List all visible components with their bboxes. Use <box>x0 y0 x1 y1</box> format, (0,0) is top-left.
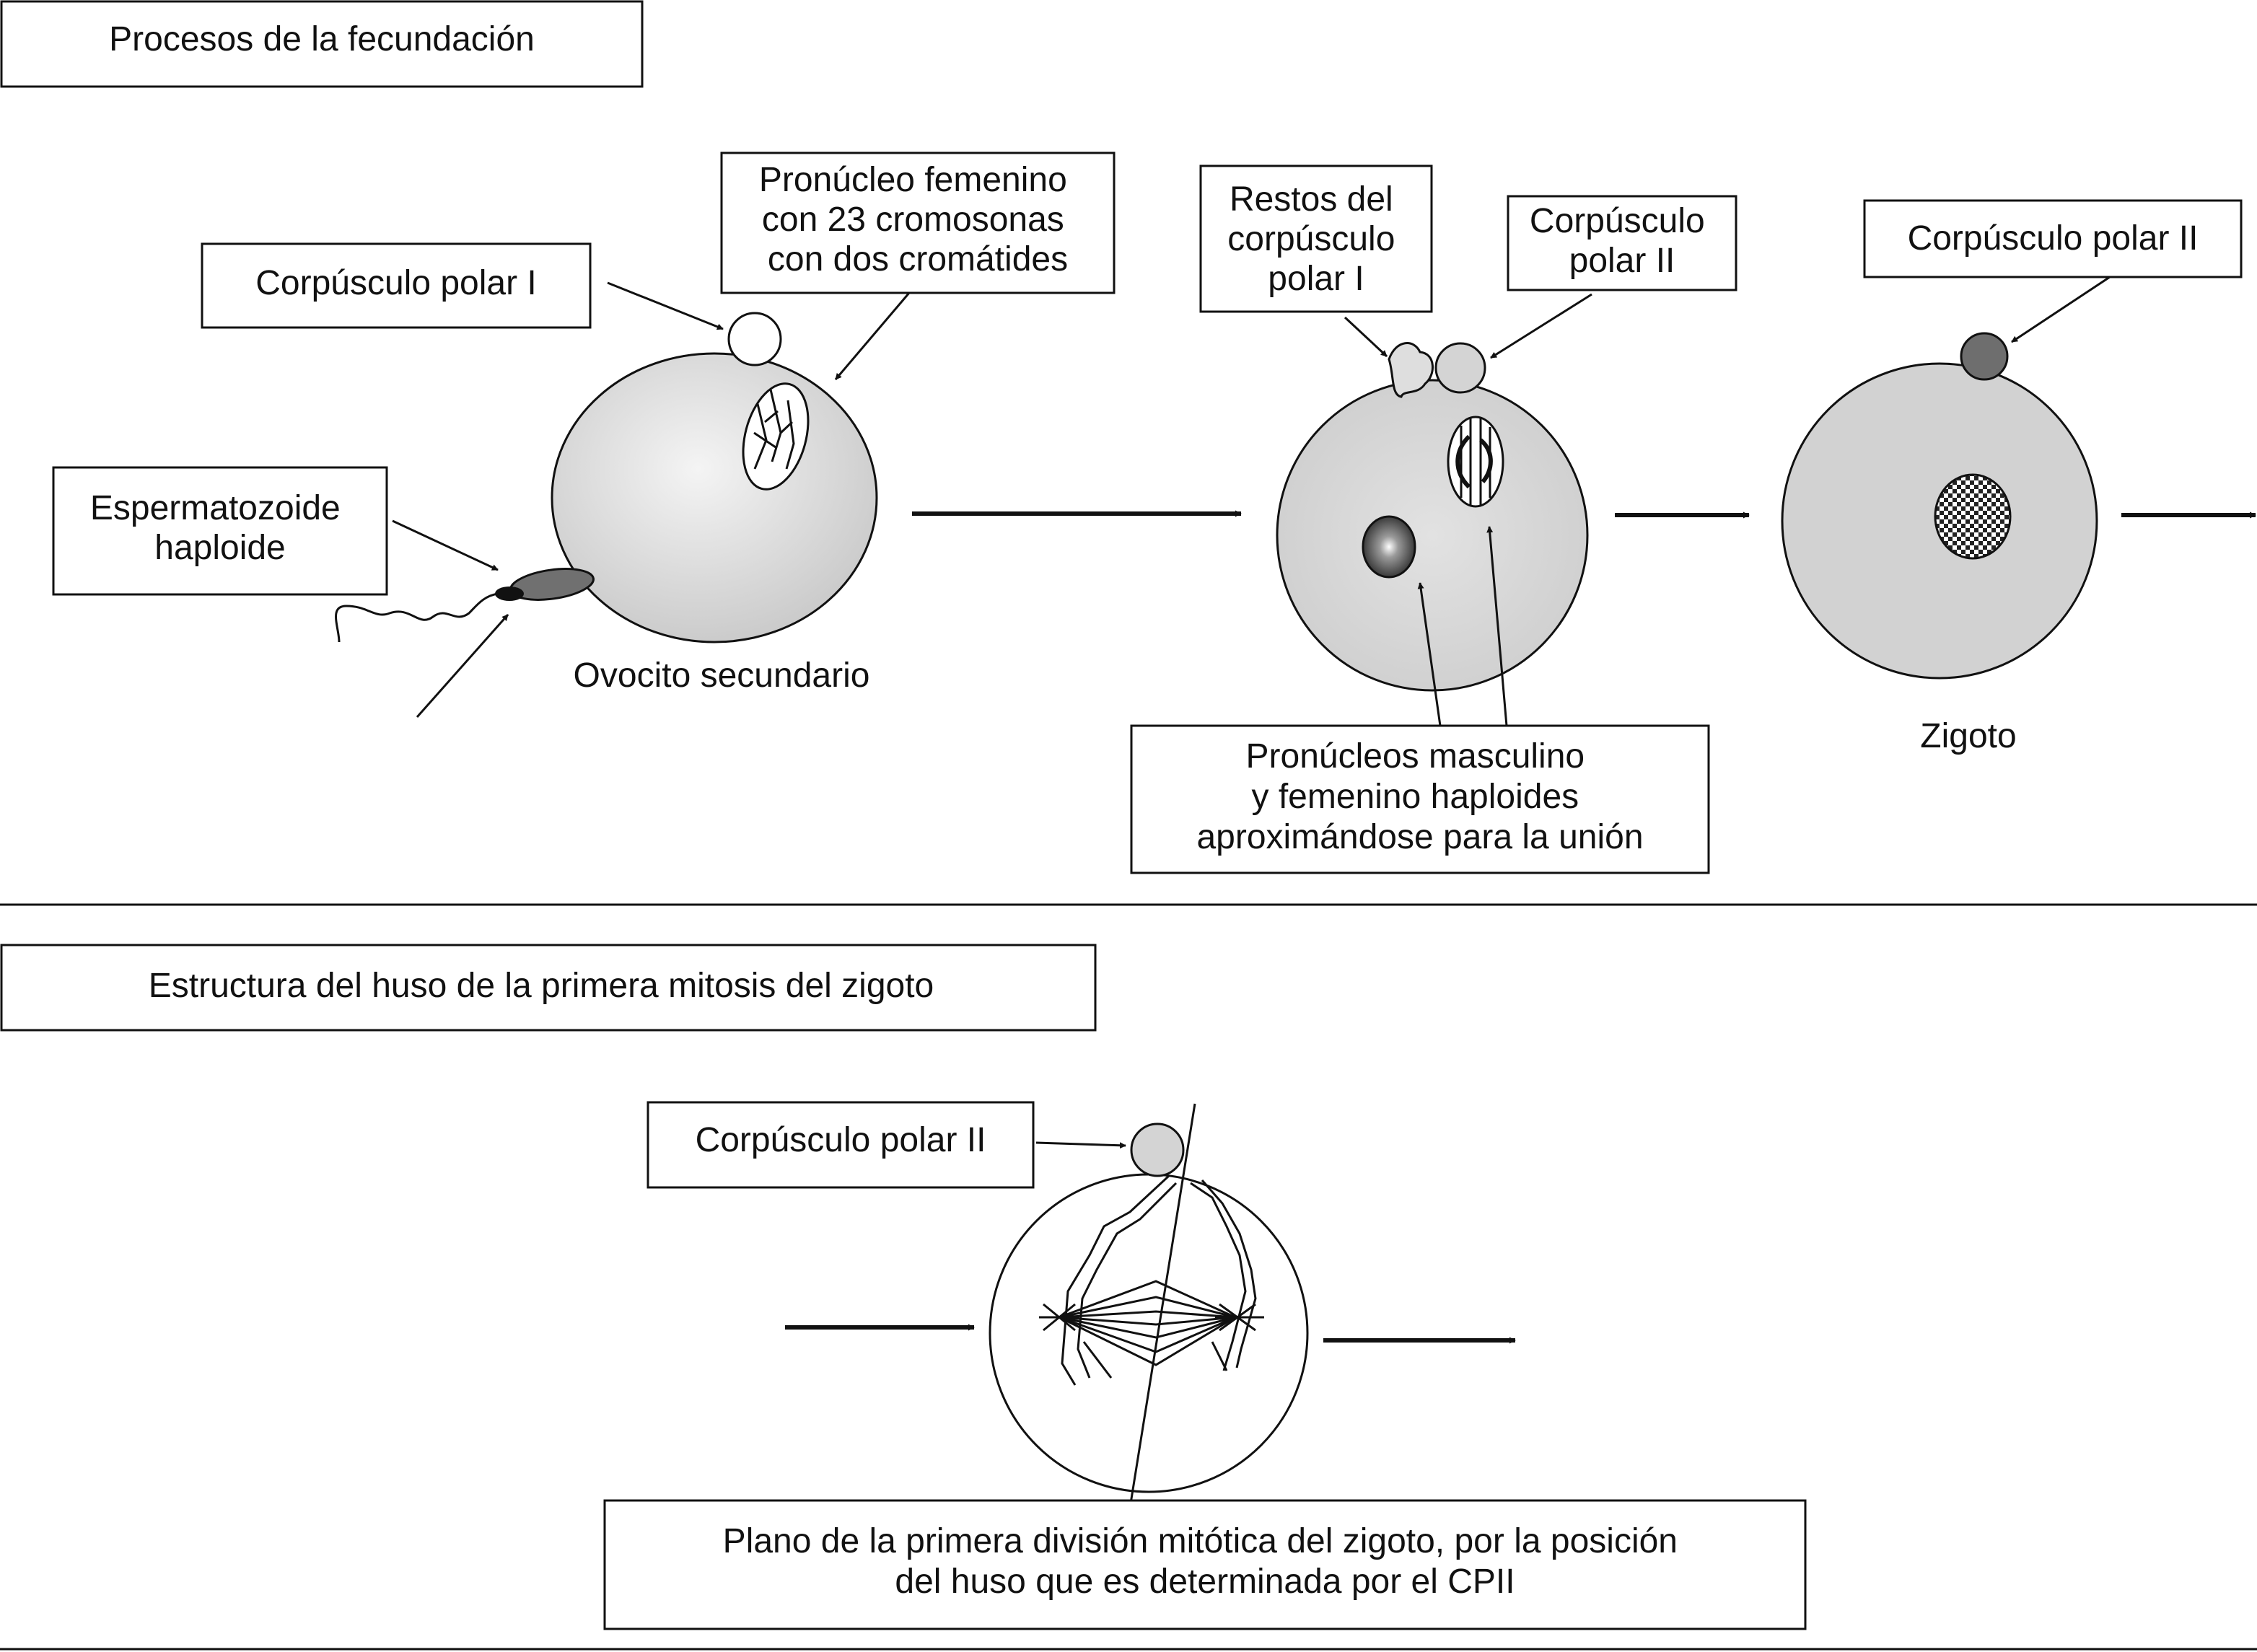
label-polar-body-2-mid: Corpúsculo polar II <box>1507 195 1737 291</box>
zygote-mitotic-spindle <box>989 1103 1309 1508</box>
polar-body-2-mid <box>1434 342 1486 394</box>
secondary-oocyte <box>551 312 878 643</box>
section-title-fertilization-text: Procesos de la fecundación <box>109 20 535 58</box>
sperm-head <box>509 568 595 601</box>
sperm <box>335 568 595 643</box>
polar-body-1-remains <box>1388 342 1434 398</box>
female-pronucleus-2 <box>1447 416 1504 508</box>
fertilized-cell-pronuclei <box>1276 342 1589 692</box>
label-polar-body-2-bottom: Corpúsculo polar II <box>647 1101 1035 1189</box>
label-sperm: Espermatozoide haploide <box>52 466 388 596</box>
female-pronucleus-with-chromosomes <box>742 382 810 491</box>
label-female-pronucleus: Pronúcleo femenino con 23 cromosonas con… <box>720 151 1116 294</box>
svg-text:Corpúsculo polar I: Corpúsculo polar I <box>255 264 537 302</box>
svg-text:Corpúsculo polar II: Corpúsculo polar II <box>696 1121 986 1159</box>
cleavage-plane-line <box>1128 1103 1196 1508</box>
sperm-tail <box>335 592 499 643</box>
section-title-fertilization: Procesos de la fecundación <box>0 0 644 88</box>
svg-text:Corpúsculo polar II: Corpúsculo polar II <box>1908 219 2199 258</box>
label-polar-body-1-remains: Restos del corpúsculo polar I <box>1199 164 1433 313</box>
svg-text:Restos del corpúsculo: Restos del corpúsculo polar I <box>1227 180 1404 298</box>
svg-text:Espermatozoide haploide: Espermatozoide haploide <box>90 489 350 567</box>
svg-text:Corpúsculo polar II: Corpúsculo polar II <box>1530 202 1714 280</box>
section-title-spindle-text: Estructura del huso de la primera mitosi… <box>149 967 934 1005</box>
polar-body-2-bottom <box>1130 1122 1185 1177</box>
section-title-spindle: Estructura del huso de la primera mitosi… <box>0 944 1097 1032</box>
zygote <box>1781 332 2098 680</box>
svg-text:Plano de la primera división m: Plano de la primera división mitótica de… <box>723 1522 1688 1601</box>
polar-body-1 <box>727 312 782 366</box>
polar-body-2-zygote <box>1960 332 2009 381</box>
label-zygote: Zigoto <box>1920 717 2016 755</box>
chromosomes <box>1061 1174 1257 1386</box>
zygote-nucleus <box>1934 473 2012 560</box>
svg-text:Pronúcleos masculino y f: Pronúcleos masculino y femenino haploide… <box>1196 737 1643 856</box>
label-polar-body-1: Corpúsculo polar I <box>201 242 592 329</box>
label-pronuclei: Pronúcleos masculino y femenino haploide… <box>1130 724 1710 874</box>
male-pronucleus <box>1362 515 1416 579</box>
label-cleavage-plane: Plano de la primera división mitótica de… <box>603 1499 1807 1630</box>
svg-text:Pronúcleo femenino con 2: Pronúcleo femenino con 23 cromosonas con… <box>759 161 1077 278</box>
label-polar-body-2-right: Corpúsculo polar II <box>1863 199 2243 278</box>
label-oocyte: Ovocito secundario <box>574 656 870 695</box>
